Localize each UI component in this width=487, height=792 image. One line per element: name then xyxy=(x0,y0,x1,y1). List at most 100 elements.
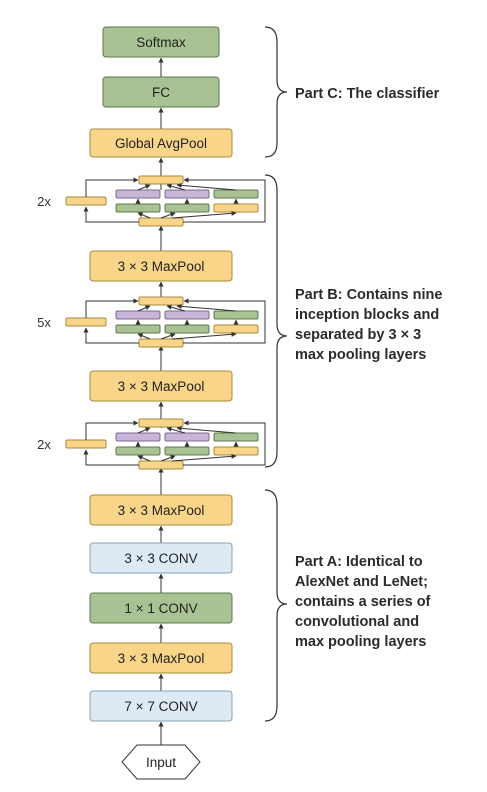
branch-box-top xyxy=(115,432,161,442)
branch-box-bottom xyxy=(164,324,210,334)
maxpool-a3-label: 3 × 3 MaxPool xyxy=(118,503,205,518)
maxpool-b1-box xyxy=(89,250,233,282)
softmax-layer: Softmax xyxy=(102,26,220,58)
arrow-connector xyxy=(83,449,139,466)
maxpool-layer-a3: 3 × 3 MaxPool xyxy=(89,494,233,526)
input-label: Input xyxy=(146,755,176,770)
part-a-line: contains a series of xyxy=(295,594,431,610)
arrow-connector xyxy=(160,212,176,219)
global-avgpool-layer: Global AvgPool xyxy=(89,128,233,158)
branch-box-side xyxy=(65,439,107,449)
maxpool-a1-box xyxy=(89,642,233,674)
branch-box-side xyxy=(65,196,107,206)
conv3x3-label: 3 × 3 CONV xyxy=(124,551,197,566)
arrow-connector xyxy=(176,182,237,191)
softmax-label: Softmax xyxy=(136,35,186,50)
arrow-connector xyxy=(183,298,266,344)
branch-box-top xyxy=(115,189,161,199)
conv7x7-label: 7 × 7 CONV xyxy=(124,699,197,714)
conv3x3-box xyxy=(89,542,233,574)
conv7x7-layer: 7 × 7 CONV xyxy=(89,690,233,722)
arrow-connector xyxy=(83,206,139,223)
arrow-connector xyxy=(137,305,151,312)
part-b-line: inception blocks and xyxy=(295,307,439,323)
arrow-connector xyxy=(137,455,151,462)
arrow-connector xyxy=(85,420,139,440)
branch-box-side xyxy=(65,317,107,327)
branch-box-bottom xyxy=(164,203,210,213)
inception-group: 2x xyxy=(37,418,266,470)
part-c-line: Part C: The classifier xyxy=(295,86,440,102)
fc-label: FC xyxy=(152,85,170,100)
branch-box-top xyxy=(164,432,210,442)
conv1x1-label: 1 × 1 CONV xyxy=(124,601,197,616)
part-a-brace xyxy=(264,489,288,722)
concat-bar xyxy=(138,418,184,428)
part-b-line: Part B: Contains nine xyxy=(295,287,442,303)
arrow-connector xyxy=(166,183,186,191)
arrow-connector xyxy=(137,184,151,191)
arrow-connector xyxy=(160,333,176,340)
branch-box-bottom xyxy=(213,446,259,456)
repeat-count-label: 2x xyxy=(37,437,51,452)
arrow-connector xyxy=(83,327,139,344)
arrow-connector xyxy=(166,426,186,434)
conv7x7-box xyxy=(89,690,233,722)
fc-layer: FC xyxy=(102,76,220,108)
arrow-connector xyxy=(166,304,186,312)
input-bar xyxy=(138,217,184,227)
arrow-connector xyxy=(183,420,266,466)
concat-bar xyxy=(138,175,184,185)
branch-box-bottom xyxy=(115,324,161,334)
fc-box xyxy=(102,76,220,108)
branch-box-top xyxy=(164,310,210,320)
arrow-connector xyxy=(160,455,176,462)
arrow-connector xyxy=(171,210,237,219)
maxpool-layer-b2: 3 × 3 MaxPool xyxy=(89,370,233,402)
repeat-count-label: 2x xyxy=(37,194,51,209)
input-hexagon xyxy=(121,744,201,780)
branch-box-bottom xyxy=(164,446,210,456)
part-a-line: AlexNet and LeNet; xyxy=(295,574,428,590)
conv3x3-layer: 3 × 3 CONV xyxy=(89,542,233,574)
arrow-connector xyxy=(85,298,139,318)
softmax-box xyxy=(102,26,220,58)
part-c-brace xyxy=(264,26,288,158)
arrow-connector xyxy=(85,177,139,197)
input-bar xyxy=(138,338,184,348)
inception-groups: 2x 5x 2x xyxy=(37,175,266,470)
part-a-line: max pooling layers xyxy=(295,634,426,650)
arrow-connector xyxy=(183,177,266,223)
inception-group: 5x xyxy=(37,296,266,348)
part-b-line: separated by 3 × 3 xyxy=(295,327,421,343)
arrow-connector xyxy=(176,303,237,312)
branch-box-bottom xyxy=(115,203,161,213)
part-a-line: Part A: Identical to xyxy=(295,554,423,570)
maxpool-b1-label: 3 × 3 MaxPool xyxy=(118,259,205,274)
part-b-line: max pooling layers xyxy=(295,347,426,363)
branch-box-bottom xyxy=(115,446,161,456)
branch-box-bottom xyxy=(213,203,259,213)
global-avgpool-label: Global AvgPool xyxy=(115,136,207,151)
arrow-connector xyxy=(137,212,151,219)
part-b-label: Part B: Contains nine inception blocks a… xyxy=(295,287,446,363)
arrow-connector xyxy=(171,453,237,462)
part-c-label: Part C: The classifier xyxy=(295,86,440,102)
maxpool-layer-a1: 3 × 3 MaxPool xyxy=(89,642,233,674)
input-bar xyxy=(138,460,184,470)
global-avgpool-box xyxy=(89,128,233,158)
conv1x1-box xyxy=(89,592,233,624)
concat-bar xyxy=(138,296,184,306)
maxpool-a3-box xyxy=(89,494,233,526)
branch-box-top xyxy=(164,189,210,199)
part-a-label: Part A: Identical to AlexNet and LeNet; … xyxy=(295,554,434,650)
branch-box-top xyxy=(213,432,259,442)
conv1x1-layer: 1 × 1 CONV xyxy=(89,592,233,624)
part-b-brace xyxy=(264,174,288,468)
branch-box-top xyxy=(115,310,161,320)
repeat-count-label: 5x xyxy=(37,315,51,330)
inception-group: 2x xyxy=(37,175,266,227)
arrow-connector xyxy=(176,425,237,434)
maxpool-layer-b1: 3 × 3 MaxPool xyxy=(89,250,233,282)
